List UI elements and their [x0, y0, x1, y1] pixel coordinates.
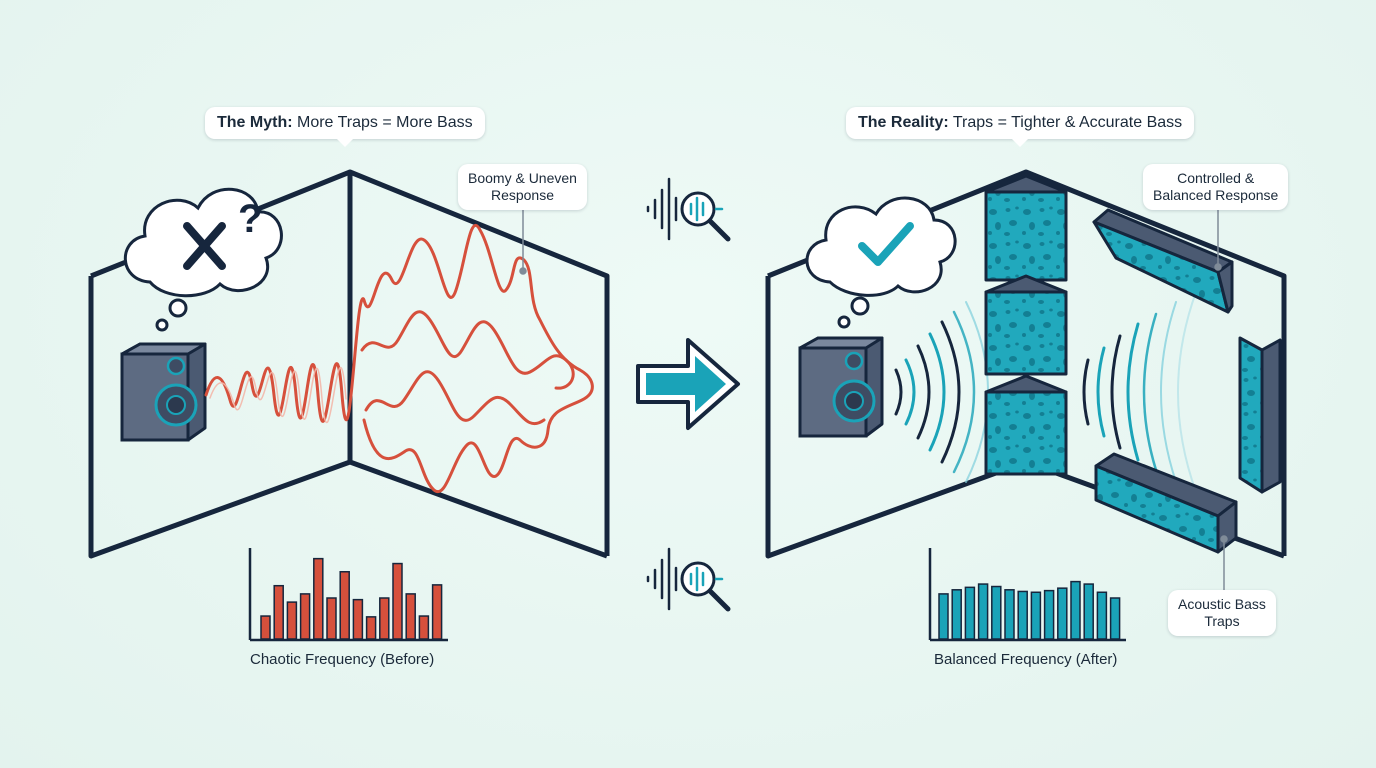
after-caption: Balanced Frequency (After) [934, 651, 1118, 668]
histogram-bar [418, 615, 430, 640]
thought-bubble-check-icon [805, 196, 957, 329]
svg-text:?: ? [238, 197, 262, 241]
balanced-response-callout: Controlled & Balanced Response [1143, 164, 1289, 210]
histogram-bar [405, 593, 416, 640]
right-histogram [928, 548, 1126, 642]
bass-trap-icon [1238, 336, 1282, 494]
myth-title-text: More Traps = More Bass [297, 114, 473, 131]
histogram-bar [352, 598, 364, 640]
histogram-bar [1004, 589, 1015, 640]
histogram-bar [260, 615, 271, 640]
controlled-sound-waves [894, 291, 1197, 493]
bass-traps-line-2: Traps [1204, 613, 1240, 629]
histogram-bar [991, 585, 1002, 640]
speaker-icon [798, 336, 884, 438]
histogram-bar [1057, 587, 1068, 640]
reality-title-text: Traps = Tighter & Accurate Bass [952, 114, 1183, 131]
histogram-bar [365, 616, 377, 640]
bass-traps-callout: Acoustic Bass Traps [1168, 590, 1276, 636]
waveform-magnifier-icon [646, 177, 731, 242]
left-histogram [248, 548, 448, 642]
histogram-bar [951, 589, 962, 640]
histogram-bar [273, 584, 284, 640]
speaker-icon [120, 342, 207, 442]
myth-title-bold: The Myth: [217, 114, 293, 131]
arrow-right-icon [636, 338, 740, 430]
myth-title-bubble: The Myth: More Traps = More Bass [205, 107, 485, 147]
boomy-response-line-1: Boomy & Uneven [468, 170, 577, 186]
histogram-bar [326, 597, 337, 640]
histogram-bar [1096, 591, 1108, 640]
histogram-bar [339, 571, 350, 640]
bass-traps-line-1: Acoustic Bass [1178, 596, 1266, 612]
histogram-bar [286, 601, 298, 640]
histogram-bar [977, 583, 989, 640]
boomy-response-callout: Boomy & Uneven Response [458, 164, 587, 210]
callout-leaders [519, 206, 1228, 590]
thought-bubble-x-icon: ? [123, 187, 283, 332]
histogram-bar [379, 597, 390, 640]
histogram-bar [1083, 583, 1094, 640]
histogram-bar [313, 557, 324, 640]
boomy-response-line-2: Response [490, 187, 554, 203]
histogram-bar [964, 586, 976, 640]
balanced-response-line-1: Controlled & [1177, 170, 1255, 186]
histogram-bar [938, 593, 949, 640]
bass-trap-icon [1092, 208, 1234, 314]
waveform-magnifier-icon [646, 547, 731, 612]
histogram-bar [299, 593, 311, 640]
histogram-bar [1030, 591, 1042, 640]
balanced-response-line-2: Balanced Response [1153, 187, 1279, 203]
histogram-bar [1017, 590, 1028, 640]
chaotic-sound-wave [204, 223, 594, 494]
bass-trap-icon [1094, 452, 1238, 554]
histogram-bar [1109, 597, 1121, 640]
reality-title-bubble: The Reality: Traps = Tighter & Accurate … [846, 107, 1195, 147]
histogram-bar [392, 562, 403, 640]
histogram-bar [1070, 580, 1081, 640]
before-caption: Chaotic Frequency (Before) [250, 651, 435, 668]
histogram-bar [431, 584, 443, 640]
bass-trap-icon [984, 174, 1068, 476]
reality-title-bold: The Reality: [858, 114, 949, 131]
histogram-bar [1043, 589, 1055, 640]
